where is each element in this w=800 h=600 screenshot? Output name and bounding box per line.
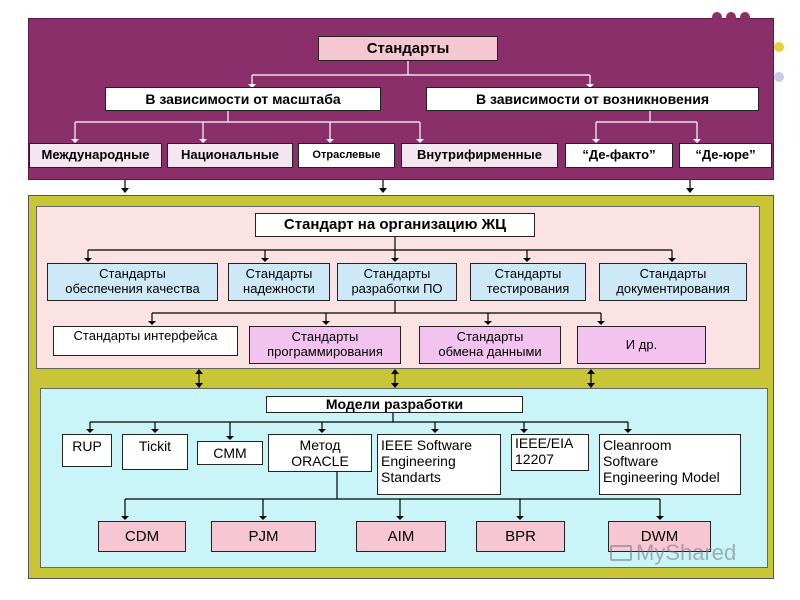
- testing-standards-line1: Стандарты: [494, 266, 562, 282]
- model-cleanroom-line2: Software: [603, 453, 659, 470]
- scale-corporate: Внутрифирменные: [401, 143, 558, 168]
- quality-standards: Стандарты обеспечения качества: [47, 263, 218, 301]
- programming-standards: Стандарты программирования: [249, 326, 401, 364]
- method-pjm: PJM: [211, 521, 316, 552]
- model-oracle-line2: ORACLE: [291, 453, 349, 469]
- model-ieee-eia: IEEE/EIA 12207: [511, 434, 589, 471]
- method-cdm: CDM: [98, 521, 186, 552]
- standards-root: Стандарты: [318, 36, 498, 61]
- testing-standards-line2: тестирования: [486, 281, 570, 296]
- model-rup: RUP: [62, 434, 112, 467]
- scale-industry: Отраслевые: [298, 143, 395, 168]
- watermark-logo-icon: [610, 545, 632, 561]
- lifecycle-title: Стандарт на организацию ЖЦ: [255, 213, 535, 237]
- by-scale-box: В зависимости от масштаба: [105, 87, 381, 111]
- model-ieee-eia-line2: 12207: [515, 451, 554, 468]
- model-ieee-eia-line1: IEEE/EIA: [515, 435, 574, 451]
- decor-dot: [774, 72, 784, 82]
- other-standards: И др.: [577, 326, 706, 364]
- scale-national: Национальные: [167, 143, 293, 168]
- decor-dot: [774, 42, 784, 52]
- by-origin-box: В зависимости от возникновения: [426, 87, 759, 111]
- models-title: Модели разработки: [266, 396, 523, 413]
- programming-standards-line1: Стандарты: [291, 329, 359, 345]
- model-ieee-software-line1: IEEE Software: [381, 437, 473, 453]
- data-exchange-standards: Стандарты обмена данными: [419, 326, 561, 364]
- decor-dot: [712, 12, 722, 22]
- testing-standards: Стандарты тестирования: [470, 263, 586, 301]
- model-cleanroom-line3: Engineering Model: [603, 469, 720, 486]
- model-ieee-software-line3: Standarts: [381, 469, 441, 486]
- origin-de-jure: “Де-юре”: [679, 143, 772, 168]
- method-aim: AIM: [356, 521, 446, 552]
- quality-standards-line1: Стандарты: [99, 266, 166, 282]
- reliability-standards-line1: Стандарты: [245, 266, 313, 282]
- interface-standards: Стандарты интерфейса: [53, 326, 238, 356]
- reliability-standards-line2: надежности: [243, 281, 315, 296]
- documentation-standards-line2: документирования: [616, 281, 730, 296]
- model-cleanroom: Cleanroom Software Engineering Model: [599, 434, 741, 495]
- model-ieee-software: IEEE Software Engineering Standarts: [377, 434, 501, 495]
- method-bpr: BPR: [476, 521, 565, 552]
- programming-standards-line2: программирования: [267, 344, 383, 359]
- development-standards-line2: разработки ПО: [351, 281, 443, 296]
- development-standards-line1: Стандарты: [363, 266, 431, 282]
- model-ieee-software-line2: Engineering: [381, 453, 456, 470]
- quality-standards-line2: обеспечения качества: [65, 281, 200, 296]
- development-standards: Стандарты разработки ПО: [337, 263, 457, 301]
- model-oracle: Метод ORACLE: [268, 434, 372, 472]
- reliability-standards: Стандарты надежности: [228, 263, 330, 301]
- model-tickit: Tickit: [122, 434, 188, 470]
- documentation-standards: Стандарты документирования: [599, 263, 747, 301]
- decor-dot: [740, 12, 750, 22]
- data-exchange-standards-line1: Стандарты: [456, 329, 524, 345]
- origin-de-facto: “Де-факто”: [565, 143, 673, 168]
- model-cleanroom-line1: Cleanroom: [603, 437, 672, 453]
- watermark-text: MyShared: [636, 540, 737, 565]
- model-oracle-line1: Метод: [299, 436, 341, 453]
- decor-dot: [726, 12, 736, 22]
- documentation-standards-line1: Стандарты: [639, 266, 707, 282]
- scale-international: Международные: [29, 143, 162, 168]
- watermark: MyShared: [610, 540, 736, 566]
- data-exchange-standards-line2: обмена данными: [438, 344, 542, 359]
- model-cmm: CMM: [197, 441, 263, 465]
- method-dwm: DWM: [608, 521, 711, 552]
